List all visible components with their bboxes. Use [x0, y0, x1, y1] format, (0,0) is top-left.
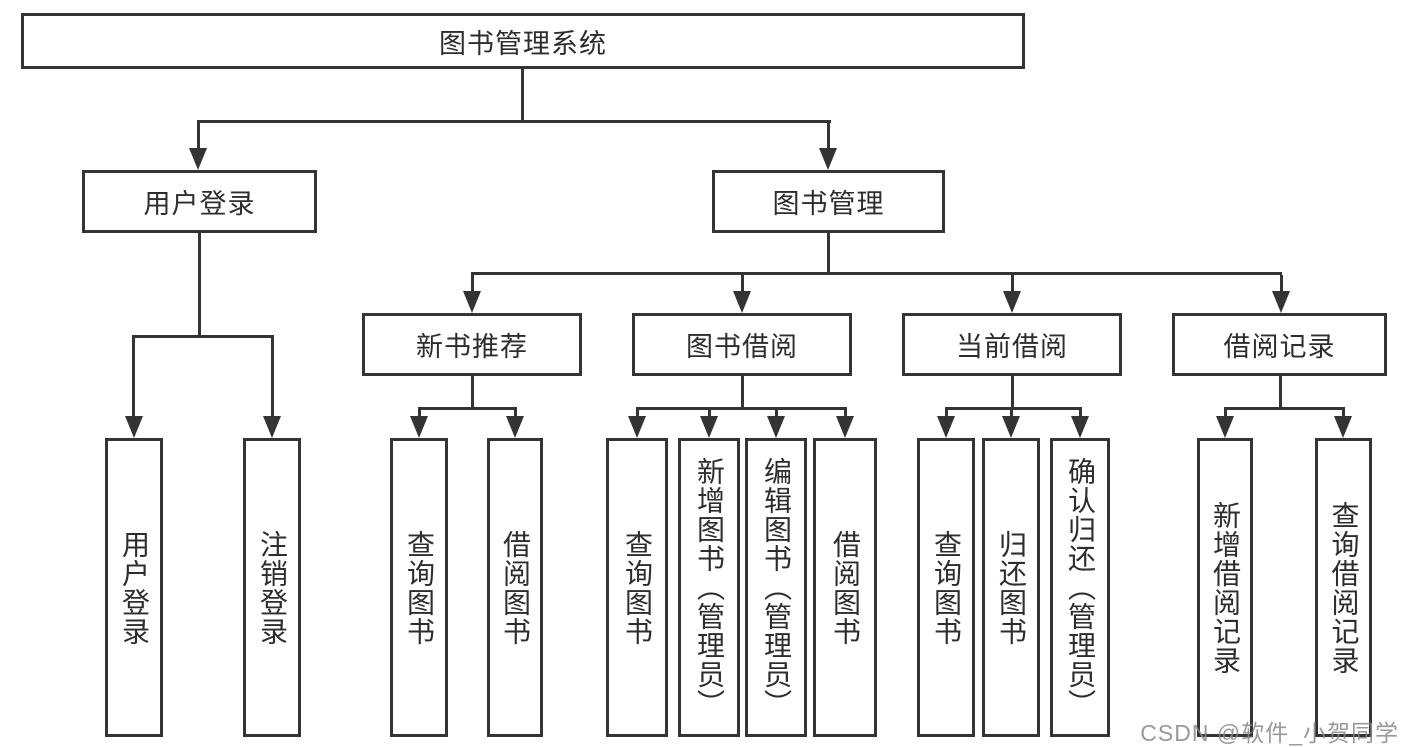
arrowhead-leaf [628, 416, 646, 438]
connector-book-borrow-bus [636, 407, 846, 410]
connector-to-current-borrow [1011, 275, 1014, 293]
connector-book-mgmt-stem [827, 233, 830, 275]
connector-borrow-record-bus [1224, 407, 1345, 410]
arrowhead-leaf [1071, 416, 1089, 438]
arrowhead-leaf [506, 416, 524, 438]
connector-to-leaf-login [132, 338, 135, 418]
arrowhead-leaf [1002, 416, 1020, 438]
connector-to-new-book [471, 275, 474, 293]
arrowhead-leaf [410, 416, 428, 438]
leaf-borrow-borrow-books: 借阅图书 [813, 438, 877, 737]
connector-leaf-stem [844, 407, 847, 419]
connector-borrow-record-stem [1279, 376, 1282, 409]
connector-leaf-stem [514, 407, 517, 419]
node-book-management: 图书管理 [712, 170, 945, 233]
connector-leaf-stem [418, 407, 421, 419]
connector-to-leaf-logout [271, 338, 274, 418]
leaf-record-query-borrow-record: 查询借阅记录 [1315, 438, 1372, 737]
arrowhead-leaf [937, 416, 955, 438]
connector-leaf-stem [1010, 407, 1013, 419]
arrowhead-user-login [189, 148, 207, 170]
connector-leaf-stem [945, 407, 948, 419]
leaf-user-login: 用户登录 [105, 438, 163, 737]
connector-leaf-stem [708, 407, 711, 419]
node-new-book-recommend: 新书推荐 [362, 313, 582, 376]
leaf-current-return-books: 归还图书 [982, 438, 1040, 737]
node-borrowing-records: 借阅记录 [1172, 313, 1387, 376]
node-book-borrowing: 图书借阅 [632, 313, 852, 376]
connector-new-book-bus [418, 407, 517, 410]
arrowhead-book-management [819, 148, 837, 170]
arrowhead-leaf [700, 416, 718, 438]
arrowhead-leaf [767, 416, 785, 438]
connector-user-login-bus [132, 335, 274, 338]
csdn-watermark: CSDN @软件_小贺同学 [1140, 720, 1399, 746]
connector-to-book-management [827, 123, 830, 150]
leaf-record-add-borrow-record: 新增借阅记录 [1197, 438, 1253, 737]
arrowhead-book-borrow [733, 291, 751, 313]
leaf-borrow-add-books-admin: 新增图书（管理员） [678, 438, 740, 737]
arrowhead-leaf-login [125, 416, 143, 438]
connector-user-login-stem [198, 233, 201, 337]
leaf-rec-borrow-books: 借阅图书 [487, 438, 543, 737]
connector-book-mgmt-bus [471, 272, 1282, 275]
connector-root-stem [521, 69, 524, 123]
arrowhead-new-book [463, 291, 481, 313]
arrowhead-leaf [1334, 416, 1352, 438]
connector-to-user-login [197, 123, 200, 150]
leaf-current-query-books: 查询图书 [917, 438, 975, 737]
connector-root-bus [197, 120, 831, 123]
connector-leaf-stem [1079, 407, 1082, 419]
connector-leaf-stem [1342, 407, 1345, 419]
node-current-borrowing: 当前借阅 [902, 313, 1122, 376]
node-user-login: 用户登录 [82, 170, 317, 233]
connector-leaf-stem [1224, 407, 1227, 419]
leaf-borrow-query-books: 查询图书 [606, 438, 668, 737]
leaf-rec-query-books: 查询图书 [390, 438, 448, 737]
connector-to-borrow-record [1280, 275, 1283, 293]
connector-to-book-borrow [741, 275, 744, 293]
connector-new-book-stem [471, 376, 474, 409]
connector-current-borrow-bus [945, 407, 1081, 410]
connector-leaf-stem [775, 407, 778, 419]
leaf-borrow-edit-books-admin: 编辑图书（管理员） [745, 438, 807, 737]
connector-current-borrow-stem [1011, 376, 1014, 409]
arrowhead-leaf [836, 416, 854, 438]
node-library-management-system: 图书管理系统 [21, 13, 1025, 69]
connector-book-borrow-stem [741, 376, 744, 409]
leaf-current-confirm-return-admin: 确认归还（管理员） [1050, 438, 1110, 737]
connector-leaf-stem [636, 407, 639, 419]
arrowhead-borrow-record [1272, 291, 1290, 313]
arrowhead-current-borrow [1003, 291, 1021, 313]
leaf-logout: 注销登录 [243, 438, 301, 737]
arrowhead-leaf [1216, 416, 1234, 438]
arrowhead-leaf-logout [263, 416, 281, 438]
